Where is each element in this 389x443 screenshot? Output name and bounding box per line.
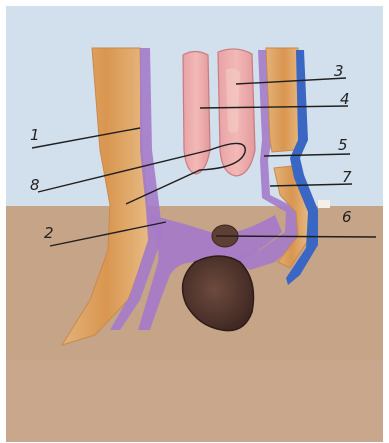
label-1: 1 xyxy=(30,126,40,144)
label-7: 7 xyxy=(342,168,352,186)
label-4: 4 xyxy=(340,90,350,108)
label-8: 8 xyxy=(30,176,40,194)
label-3: 3 xyxy=(334,62,344,80)
leader-line-6 xyxy=(216,236,376,237)
label-6: 6 xyxy=(342,208,352,226)
label-2: 2 xyxy=(44,224,54,242)
label-5: 5 xyxy=(338,136,348,154)
